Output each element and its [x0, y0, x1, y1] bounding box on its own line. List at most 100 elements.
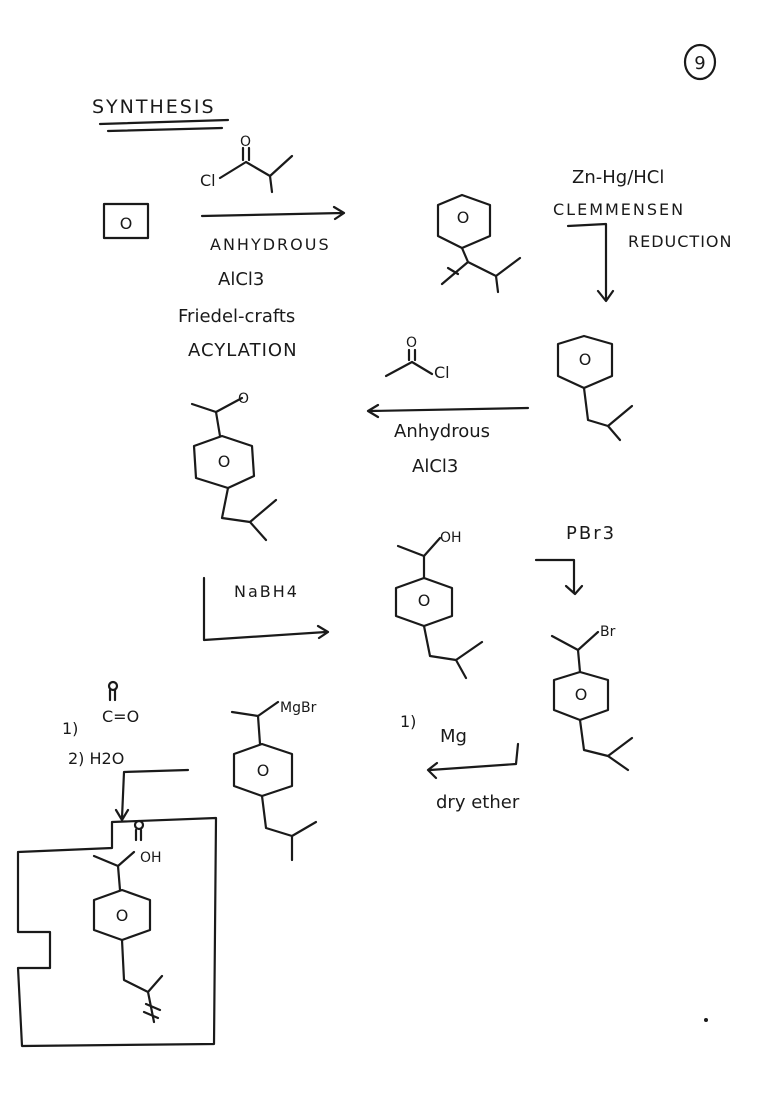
grignard-reagent: MgBr O [230, 700, 318, 862]
aryl-ketone-acetyl [190, 396, 244, 414]
ketone-product-1: O [436, 193, 522, 294]
secondary-alcohol-oh: OH [440, 530, 462, 546]
ibuprofen-link [116, 864, 122, 892]
alkyl-bromide-br: Br [600, 624, 616, 640]
step2-conditions: Zn-Hg/HCl CLEMMENSEN REDUCTION [553, 167, 732, 251]
isobutylbenzene-chain [582, 386, 634, 442]
ibuprofen-chain-bottom [120, 938, 164, 1024]
page-number: 9 [683, 43, 717, 81]
benzene-start: O [102, 202, 150, 240]
step6-number: 1) [400, 712, 416, 731]
step5-reagent: PBr3 [566, 523, 616, 544]
title-block: SYNTHESIS [92, 96, 230, 133]
grignard-chain-bottom [260, 794, 318, 862]
isobutyryl-chloride-cl: Cl [200, 171, 216, 190]
grignard-link [256, 714, 262, 746]
step7-arrow-line [114, 768, 190, 822]
aryl-ketone-ring-label: O [218, 452, 231, 471]
step3-conditions-line1: Anhydrous [394, 421, 490, 442]
step6-conditions-text: dry ether [436, 792, 520, 813]
step7-step1-number: 1) [62, 719, 78, 738]
benzene-ring-label: O [120, 214, 133, 233]
acetyl-chloride-skeleton [384, 360, 434, 378]
final-product-box [16, 816, 218, 1048]
step2-reagent: Zn-Hg/HCl [572, 167, 664, 188]
ibuprofen-oh: OH [140, 850, 162, 866]
grignard-mgbr: MgBr [280, 700, 317, 716]
step3-arrow [366, 403, 530, 419]
step1-conditions-line4: ACYLATION [188, 340, 298, 361]
secondary-alcohol-chain-bottom [422, 624, 484, 680]
secondary-alcohol-chain-top [396, 536, 442, 558]
final-product-outline [16, 816, 218, 1048]
step3-arrow-line [366, 403, 530, 419]
benzene-ring-box [102, 202, 150, 240]
page-title: SYNTHESIS [92, 96, 216, 118]
step4-reagent: NaBH4 [234, 582, 299, 601]
aryl-ketone-link [214, 410, 222, 438]
page-number-circle [683, 43, 717, 81]
alkyl-bromide: Br O [550, 624, 634, 772]
step1-conditions: ANHYDROUS AlCl3 Friedel-crafts ACYLATION [178, 235, 331, 361]
aryl-ketone: O O [190, 391, 278, 542]
page-number-text: 9 [694, 53, 705, 74]
step4-arrow [202, 576, 330, 642]
step7-arrow [114, 768, 190, 822]
isobutyryl-chloride: Cl O [200, 134, 294, 194]
step3-conditions: Anhydrous AlCl3 [394, 421, 490, 477]
step7-conditions: 1) C=O 2) H2O [62, 680, 139, 768]
step2-name-line1: CLEMMENSEN [553, 200, 685, 219]
isobutyryl-chloride-skeleton [218, 154, 294, 194]
title-underline-2 [106, 126, 224, 133]
step5-conditions: PBr3 [566, 523, 616, 544]
alkyl-bromide-chain-top [550, 630, 600, 652]
step2-arrow-line [566, 222, 615, 303]
title-underline-1 [98, 118, 230, 126]
isobutyryl-chloride-carbonyl [241, 146, 251, 162]
alkyl-bromide-ring-label: O [575, 685, 588, 704]
acetyl-chloride: Cl O [384, 335, 450, 382]
step1-arrow [200, 205, 346, 221]
step6-reagent: Mg [440, 726, 467, 747]
acetyl-chloride-oxygen: O [406, 335, 417, 351]
step7-step2: 2) H2O [68, 749, 124, 768]
step1-conditions-line1: ANHYDROUS [210, 235, 331, 254]
acetyl-chloride-carbonyl [407, 348, 417, 362]
alkyl-bromide-link [576, 648, 582, 674]
secondary-alcohol: OH O [394, 530, 484, 680]
alkyl-bromide-chain-bottom [578, 718, 634, 772]
step4-conditions: NaBH4 [234, 582, 299, 601]
grignard-ring-label: O [257, 761, 270, 780]
step1-arrow-line [200, 205, 346, 221]
ibuprofen-carbonyl-oxygen [133, 819, 145, 831]
step3-conditions-line2: AlCl3 [412, 456, 458, 477]
step6-arrow [426, 742, 520, 780]
ketone-product-1-ring-label: O [457, 208, 470, 227]
isobutylbenzene: O [556, 334, 634, 442]
pen-dot [704, 1018, 708, 1022]
ibuprofen-ring-label: O [116, 906, 129, 925]
step6-conditions: 1) Mg dry ether [400, 712, 520, 813]
step7-co2-carbonyl [108, 688, 117, 702]
ibuprofen-carbonyl [134, 828, 143, 842]
step4-arrow-line [202, 576, 330, 642]
step7-co2-oxygen [107, 680, 119, 692]
secondary-alcohol-ring-label: O [418, 591, 431, 610]
step5-arrow [534, 558, 584, 596]
isobutylbenzene-ring-label: O [579, 350, 592, 369]
step7-step1-reagent: C=O [102, 707, 139, 726]
aryl-ketone-chain [220, 486, 278, 542]
ibuprofen-scribble [142, 1002, 162, 1020]
step6-arrow-line [426, 742, 520, 780]
ketone-product-1-carbonyl-mark [446, 266, 460, 276]
step1-conditions-line2: AlCl3 [218, 269, 264, 290]
ibuprofen-chain-top [92, 850, 136, 868]
step2-name-line2: REDUCTION [628, 232, 732, 251]
ibuprofen: OH O [92, 819, 164, 1024]
grignard-chain-top [230, 700, 280, 718]
ketone-product-1-chain [440, 246, 522, 294]
step2-arrow [566, 222, 615, 303]
isobutyryl-chloride-oxygen: O [240, 134, 251, 150]
step1-conditions-line3: Friedel-crafts [178, 306, 295, 327]
